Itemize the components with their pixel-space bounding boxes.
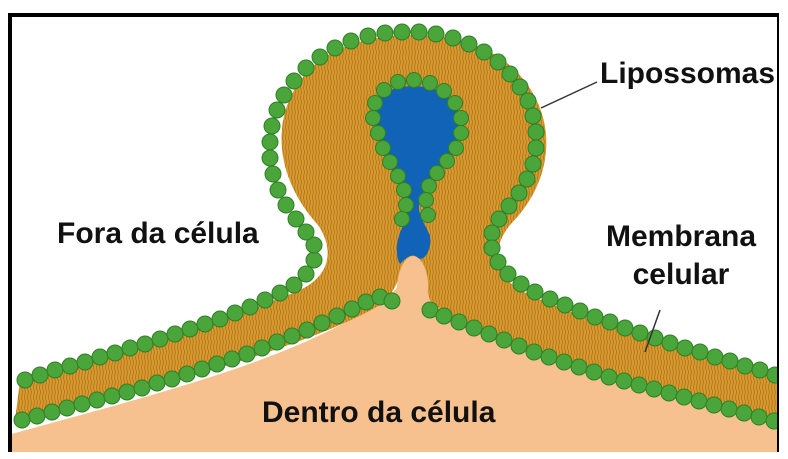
label-membrane-line1: Membrana [596, 220, 766, 254]
label-membrane-line2: celular [596, 258, 766, 292]
label-liposomes: Lipossomas [600, 57, 775, 91]
liposomes-leader-line [541, 82, 597, 108]
label-inside-cell: Dentro da célula [262, 396, 495, 430]
label-outside-cell: Fora da célula [57, 217, 259, 251]
